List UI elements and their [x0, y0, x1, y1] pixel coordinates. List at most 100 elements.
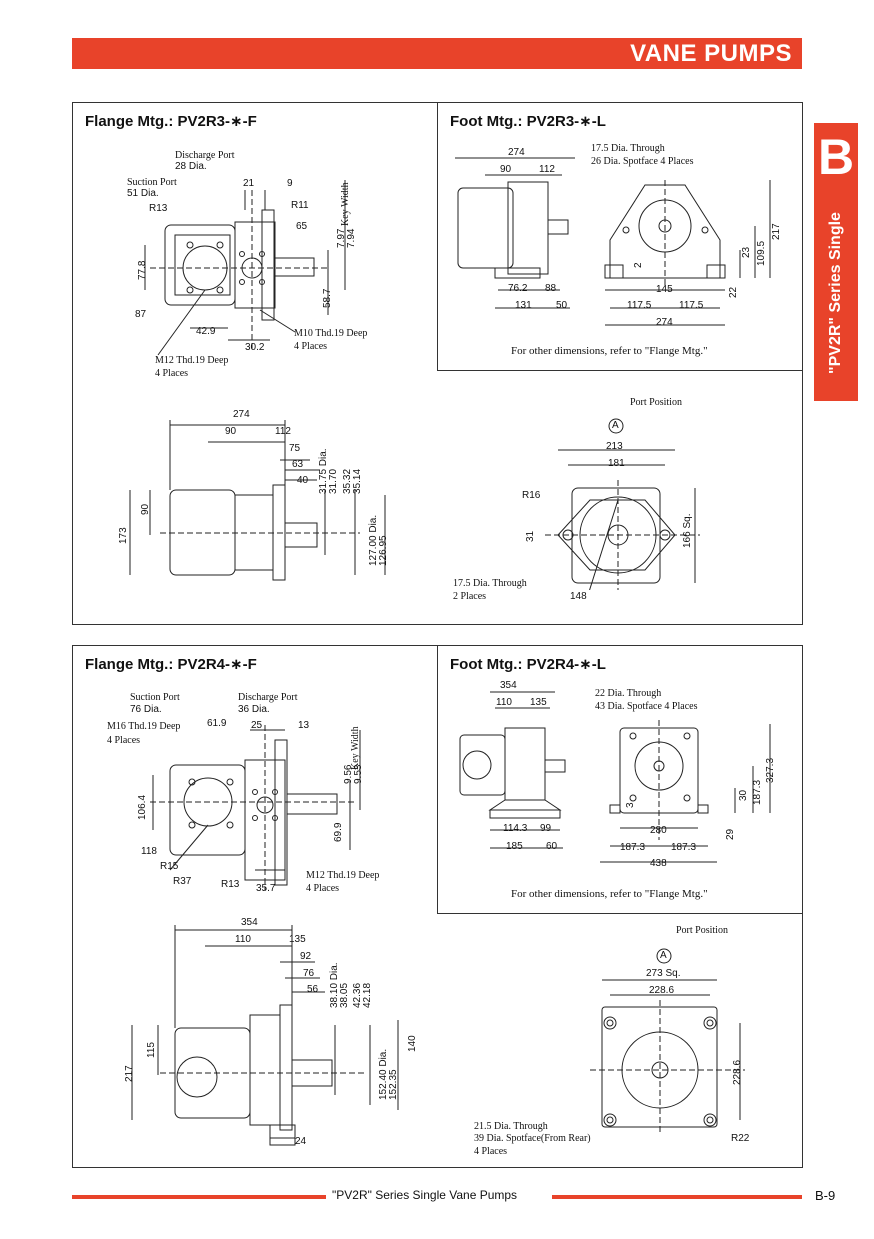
pv2r3-port-position-marker — [608, 418, 624, 434]
pv2r4-r15-label: R15 — [160, 861, 179, 872]
pv2r4-d25-label: 25 — [251, 720, 263, 731]
pv2r4-foot-d135-label: 135 — [530, 697, 547, 708]
pv2r4-discharge-port-label: Discharge Port — [238, 692, 298, 703]
header-bar: VANE PUMPS — [72, 38, 802, 69]
pv2r3-side-d126-95-label: 126.95 — [378, 535, 389, 566]
pv2r4-foot-d327-3-label: 327.3 — [765, 757, 776, 783]
pv2r3-foot-d274b-label: 274 — [656, 317, 673, 328]
pv2r4-foot-d187-3a-label: 187.3 — [620, 842, 646, 853]
pv2r4-side-d110-label: 110 — [235, 934, 251, 945]
side-tab-text: "PV2R" Series Single — [827, 212, 844, 374]
pv2r4-port-position-label: Port Position — [676, 925, 728, 936]
pv2r4-key-width-label: Key Width — [350, 726, 361, 770]
pv2r3-key-width-label: Key Width — [340, 182, 351, 226]
pv2r4-front-through-label: 21.5 Dia. Through — [474, 1121, 548, 1132]
pv2r4-discharge-dia-label: 36 Dia. — [238, 704, 270, 715]
pv2r3-discharge-port-label: Discharge Port — [175, 150, 235, 161]
pv2r4-m16-label: M16 Thd.19 Deep — [107, 721, 181, 732]
pv2r4-side-d76-label: 76 — [303, 968, 315, 979]
pv2r3-foot-d23-label: 23 — [741, 246, 752, 258]
top-foot-panel — [437, 102, 802, 371]
pv2r4-foot-d354-label: 354 — [500, 680, 517, 691]
pv2r4-foot-d99-label: 99 — [540, 823, 552, 834]
pv2r3-port-position-label: Port Position — [630, 397, 682, 408]
pv2r3-foot-d145-label: 145 — [656, 284, 673, 295]
pv2r3-foot-d117-5b-label: 117.5 — [679, 300, 704, 311]
pv2r4-side-d115-label: 115 — [146, 1042, 157, 1058]
pv2r4-foot-d185-label: 185 — [506, 841, 523, 852]
pv2r4-m12-places-label: 4 Places — [306, 883, 340, 894]
pv2r3-front-d181-label: 181 — [608, 458, 625, 469]
pv2r4-front-d228-6v-label: 228.6 — [732, 1059, 743, 1085]
pv2r3-side-d173-label: 173 — [118, 527, 129, 544]
pv2r4-foot-note: For other dimensions, refer to "Flange M… — [511, 888, 708, 900]
footer-line-left — [72, 1195, 326, 1199]
pv2r3-m12-places-label: 4 Places — [155, 368, 189, 379]
pv2r4-foot-d60-label: 60 — [546, 841, 558, 852]
pv2r4-foot-d438-label: 438 — [650, 858, 667, 869]
pv2r3-side-d112-label: 112 — [275, 426, 291, 437]
pv2r3-foot-through-label: 17.5 Dia. Through — [591, 143, 665, 154]
pv2r3-side-d90-label: 90 — [225, 426, 237, 437]
pv2r3-side-d63-label: 63 — [292, 459, 304, 470]
pv2r4-foot-d3-label: 3 — [625, 802, 636, 808]
pv2r4-side-d152-35-label: 152.35 — [388, 1069, 399, 1100]
pv2r3-foot-d50-label: 50 — [556, 300, 568, 311]
pv2r3-d30-2-label: 30.2 — [245, 342, 265, 353]
pv2r4-front-d273-label: 273 Sq. — [646, 968, 681, 979]
pv2r3-foot-d274-label: 274 — [508, 147, 525, 158]
pv2r3-flange-title: Flange Mtg.: PV2R3-∗-F — [85, 113, 257, 130]
pv2r3-foot-d131-label: 131 — [515, 300, 532, 311]
pv2r4-front-places-label: 4 Places — [474, 1146, 508, 1157]
pv2r4-side-d217-label: 217 — [124, 1065, 135, 1082]
pv2r3-port-a-label: A — [612, 420, 619, 431]
pv2r4-r37-label: R37 — [173, 876, 192, 887]
pv2r4-side-d354-label: 354 — [241, 917, 258, 928]
pv2r3-m10-label: M10 Thd.19 Deep — [294, 328, 368, 339]
pv2r3-side-d31-70-label: 31.70 — [328, 468, 339, 494]
pv2r3-foot-d22-label: 22 — [728, 286, 739, 298]
pv2r3-foot-spotface-label: 26 Dia. Spotface 4 Places — [591, 156, 694, 167]
pv2r3-d65-label: 65 — [296, 221, 308, 232]
footer-title: "PV2R" Series Single Vane Pumps — [332, 1188, 518, 1202]
section-side-tab: B "PV2R" Series Single — [814, 123, 858, 401]
pv2r4-front-d228-6-label: 228.6 — [649, 985, 675, 996]
pv2r3-r13-label: R13 — [149, 203, 168, 214]
pv2r4-kw2-label: 9.53 — [353, 764, 364, 784]
pv2r3-foot-d90-label: 90 — [500, 164, 512, 175]
pv2r3-front-d166-label: 166 Sq. — [682, 513, 693, 548]
pv2r3-front-drawing — [540, 430, 710, 590]
pv2r3-d9-label: 9 — [287, 178, 293, 189]
pv2r4-foot-d187-3b-label: 187.3 — [671, 842, 697, 853]
pv2r4-flange-title: Flange Mtg.: PV2R4-∗-F — [85, 656, 257, 673]
pv2r4-front-drawing — [580, 975, 760, 1135]
pv2r4-foot-d114-3-label: 114.3 — [503, 823, 528, 834]
pv2r4-suction-dia-label: 76 Dia. — [130, 704, 162, 715]
pv2r4-side-d140-label: 140 — [407, 1035, 418, 1052]
pv2r4-foot-spotface-label: 43 Dia. Spotface 4 Places — [595, 701, 698, 712]
pv2r4-foot-d29-label: 29 — [725, 828, 736, 840]
pv2r4-suction-port-label: Suction Port — [130, 692, 180, 703]
pv2r3-d21-label: 21 — [243, 178, 255, 189]
pv2r3-d58-7-label: 58.7 — [322, 288, 333, 308]
pv2r3-m12-label: M12 Thd.19 Deep — [155, 355, 229, 366]
pv2r3-foot-drawing — [450, 140, 790, 335]
pv2r3-foot-title: Foot Mtg.: PV2R3-∗-L — [450, 113, 606, 130]
pv2r3-foot-d217-label: 217 — [771, 223, 782, 240]
pv2r4-side-d24-label: 24 — [295, 1136, 307, 1147]
pv2r3-d77-8-label: 77.8 — [137, 260, 148, 280]
pv2r3-foot-d76-2-label: 76.2 — [508, 283, 528, 294]
pv2r3-side-d40-label: 40 — [297, 475, 309, 486]
pv2r4-d35-7-label: 35.7 — [256, 883, 276, 894]
pv2r3-discharge-dia-label: 28 Dia. — [175, 161, 207, 172]
pv2r4-foot-d110-label: 110 — [496, 697, 512, 708]
pv2r3-suction-port-label: Suction Port — [127, 177, 177, 188]
pv2r3-front-d148-label: 148 — [570, 591, 587, 602]
pv2r4-front-r22-label: R22 — [731, 1133, 750, 1144]
pv2r4-foot-d187-3v-label: 187.3 — [752, 779, 763, 805]
pv2r4-side-d42-18-label: 42.18 — [362, 982, 373, 1008]
pv2r4-m12-label: M12 Thd.19 Deep — [306, 870, 380, 881]
pv2r4-front-spotface-label: 39 Dia. Spotface(From Rear) — [474, 1133, 591, 1144]
pv2r4-d69-9-label: 69.9 — [333, 822, 344, 842]
pv2r4-side-d135-label: 135 — [289, 934, 306, 945]
